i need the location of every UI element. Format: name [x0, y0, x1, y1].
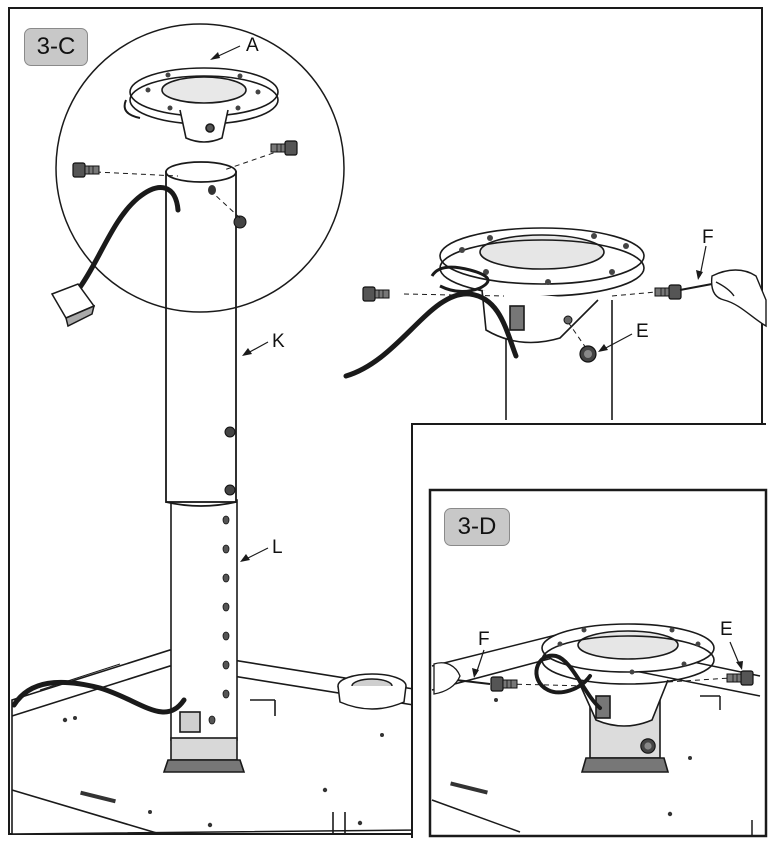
plate-markings	[62, 716, 384, 828]
pole-side-hole	[208, 185, 216, 195]
bolt-right-detail	[270, 140, 298, 156]
bolt-left-detail	[72, 162, 100, 178]
inset-panel-inner	[428, 488, 768, 838]
pole-holes	[208, 515, 230, 725]
flange-holes	[459, 233, 629, 285]
assembly-guide-lines-top	[403, 291, 657, 349]
inset-cable	[534, 653, 602, 710]
step-badge-inset: 3-D	[444, 508, 510, 546]
cable-connector	[50, 283, 96, 328]
nut-e-top	[579, 345, 597, 363]
bolt-right-top	[654, 284, 682, 300]
callout-a: A	[246, 35, 259, 56]
cable-top-detail	[343, 291, 519, 379]
inset-nut-lower	[640, 738, 656, 754]
inset-plate-markings	[450, 698, 692, 817]
adapter-cup	[337, 673, 407, 710]
outer-pole-k	[165, 161, 237, 507]
main-panel-frame	[8, 7, 763, 835]
hole-top-detail	[563, 315, 573, 325]
callout-e-top: E	[636, 321, 649, 342]
pole-base-mount	[162, 711, 246, 773]
assembly-guide-lines	[95, 149, 283, 219]
cable-upper	[75, 185, 181, 293]
cable-loop	[430, 265, 490, 293]
cable-lower	[11, 679, 187, 715]
callout-f-top: F	[702, 227, 714, 248]
step-badge-main: 3-C	[24, 28, 88, 66]
callout-k: K	[272, 331, 285, 352]
callout-l: L	[272, 537, 283, 558]
pole-k-bolts	[224, 215, 247, 496]
inset-mount-body	[541, 623, 715, 773]
callout-e-inset: E	[720, 619, 733, 640]
bracket-holes	[145, 72, 261, 111]
bolt-left-top	[362, 286, 390, 302]
inset-flange-holes	[557, 627, 701, 675]
detail-callout-circle	[55, 23, 345, 313]
inset-hand-icon	[433, 662, 491, 695]
inset-guide-lines	[507, 677, 731, 687]
callout-arrows-top	[601, 245, 707, 351]
flange-detail	[439, 227, 645, 420]
mount-bracket-a	[123, 67, 279, 143]
hand-with-screwdriver-icon	[679, 269, 767, 328]
callout-f-inset: F	[478, 629, 490, 650]
